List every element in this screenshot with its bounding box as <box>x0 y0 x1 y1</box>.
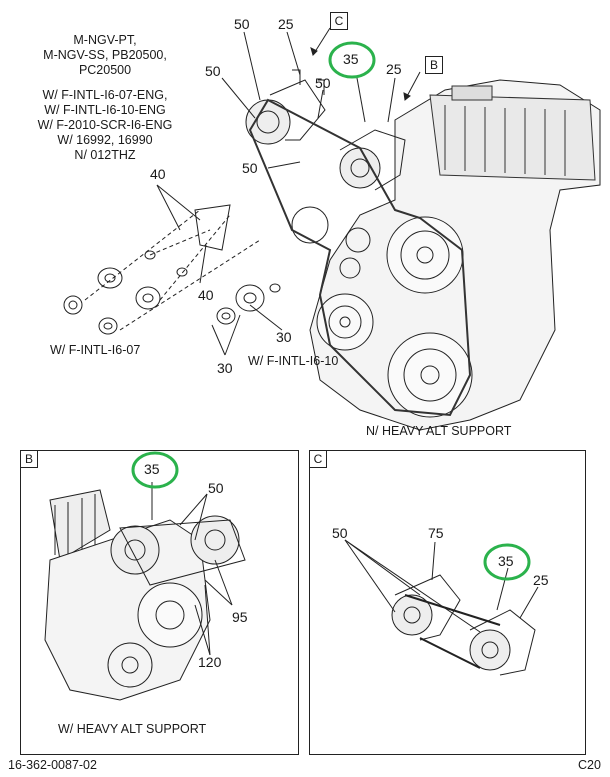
view-tag-c[interactable]: C <box>330 12 348 30</box>
callout-40[interactable]: 40 <box>150 166 166 182</box>
view-tag-b[interactable]: B <box>425 56 443 74</box>
highlight-circle-c <box>483 543 531 581</box>
panel-c-art <box>344 539 539 676</box>
panel-b-caption: W/ HEAVY ALT SUPPORT <box>58 722 207 736</box>
callout-120[interactable]: 120 <box>198 654 222 670</box>
callout-50[interactable]: 50 <box>332 525 348 541</box>
note-line: M-NGV-SS, PB20500, <box>43 48 167 62</box>
callout-35[interactable]: 35 <box>498 553 514 569</box>
damper <box>387 332 473 418</box>
panel-c-tag: C <box>309 450 327 468</box>
callout-25[interactable]: 25 <box>533 572 549 588</box>
note-line: W/ F-INTL-I6-10-ENG <box>44 103 166 117</box>
note-line: M-NGV-PT, <box>73 33 137 47</box>
drive-belt <box>248 98 472 417</box>
note-line: W/ F-INTL-I6-07-ENG, <box>42 88 168 102</box>
callout-95[interactable]: 95 <box>232 609 248 625</box>
callout-50[interactable]: 50 <box>205 63 221 79</box>
label-no-heavy-alt-support: N/ HEAVY ALT SUPPORT <box>366 424 512 438</box>
callout-50[interactable]: 50 <box>315 75 331 91</box>
note-line: PC20500 <box>78 63 132 77</box>
note-line: N/ 012THZ <box>74 148 136 162</box>
callout-40[interactable]: 40 <box>198 287 214 303</box>
label-intl-i6-10: W/ F-INTL-I6-10 <box>248 354 339 368</box>
valve-cover <box>429 85 596 181</box>
crank-pulley <box>386 216 464 294</box>
callout-35[interactable]: 35 <box>343 51 359 67</box>
callout-30[interactable]: 30 <box>217 360 233 376</box>
document-number: 16-362-0087-02 <box>8 758 97 772</box>
callout-50[interactable]: 50 <box>208 480 224 496</box>
fan-pulley <box>316 293 374 351</box>
note-line: W/ F-2010-SCR-I6-ENG <box>37 118 173 132</box>
callout-25[interactable]: 25 <box>386 61 402 77</box>
callout-75[interactable]: 75 <box>428 525 444 541</box>
note-line <box>20 78 190 88</box>
callout-35[interactable]: 35 <box>144 461 160 477</box>
label-intl-i6-07: W/ F-INTL-I6-07 <box>50 343 141 357</box>
detail-panel-b <box>20 450 299 755</box>
compressor-top <box>245 69 326 145</box>
panel-b-tag: B <box>20 450 38 468</box>
callout-50[interactable]: 50 <box>242 160 258 176</box>
callout-50[interactable]: 50 <box>234 16 250 32</box>
idler-pulleys <box>63 250 281 335</box>
highlight-circle-b <box>131 451 179 489</box>
model-notes: M-NGV-PT, M-NGV-SS, PB20500, PC20500 W/ … <box>20 33 190 163</box>
note-line: W/ 16992, 16990 <box>57 133 153 147</box>
callout-30[interactable]: 30 <box>276 329 292 345</box>
detail-panel-c <box>309 450 586 755</box>
bracket <box>194 204 231 251</box>
highlight-circle-main <box>328 41 376 79</box>
leader-lines <box>156 31 396 356</box>
callout-25[interactable]: 25 <box>278 16 294 32</box>
panel-b-art <box>44 482 246 701</box>
page-number: C20 <box>578 758 601 772</box>
